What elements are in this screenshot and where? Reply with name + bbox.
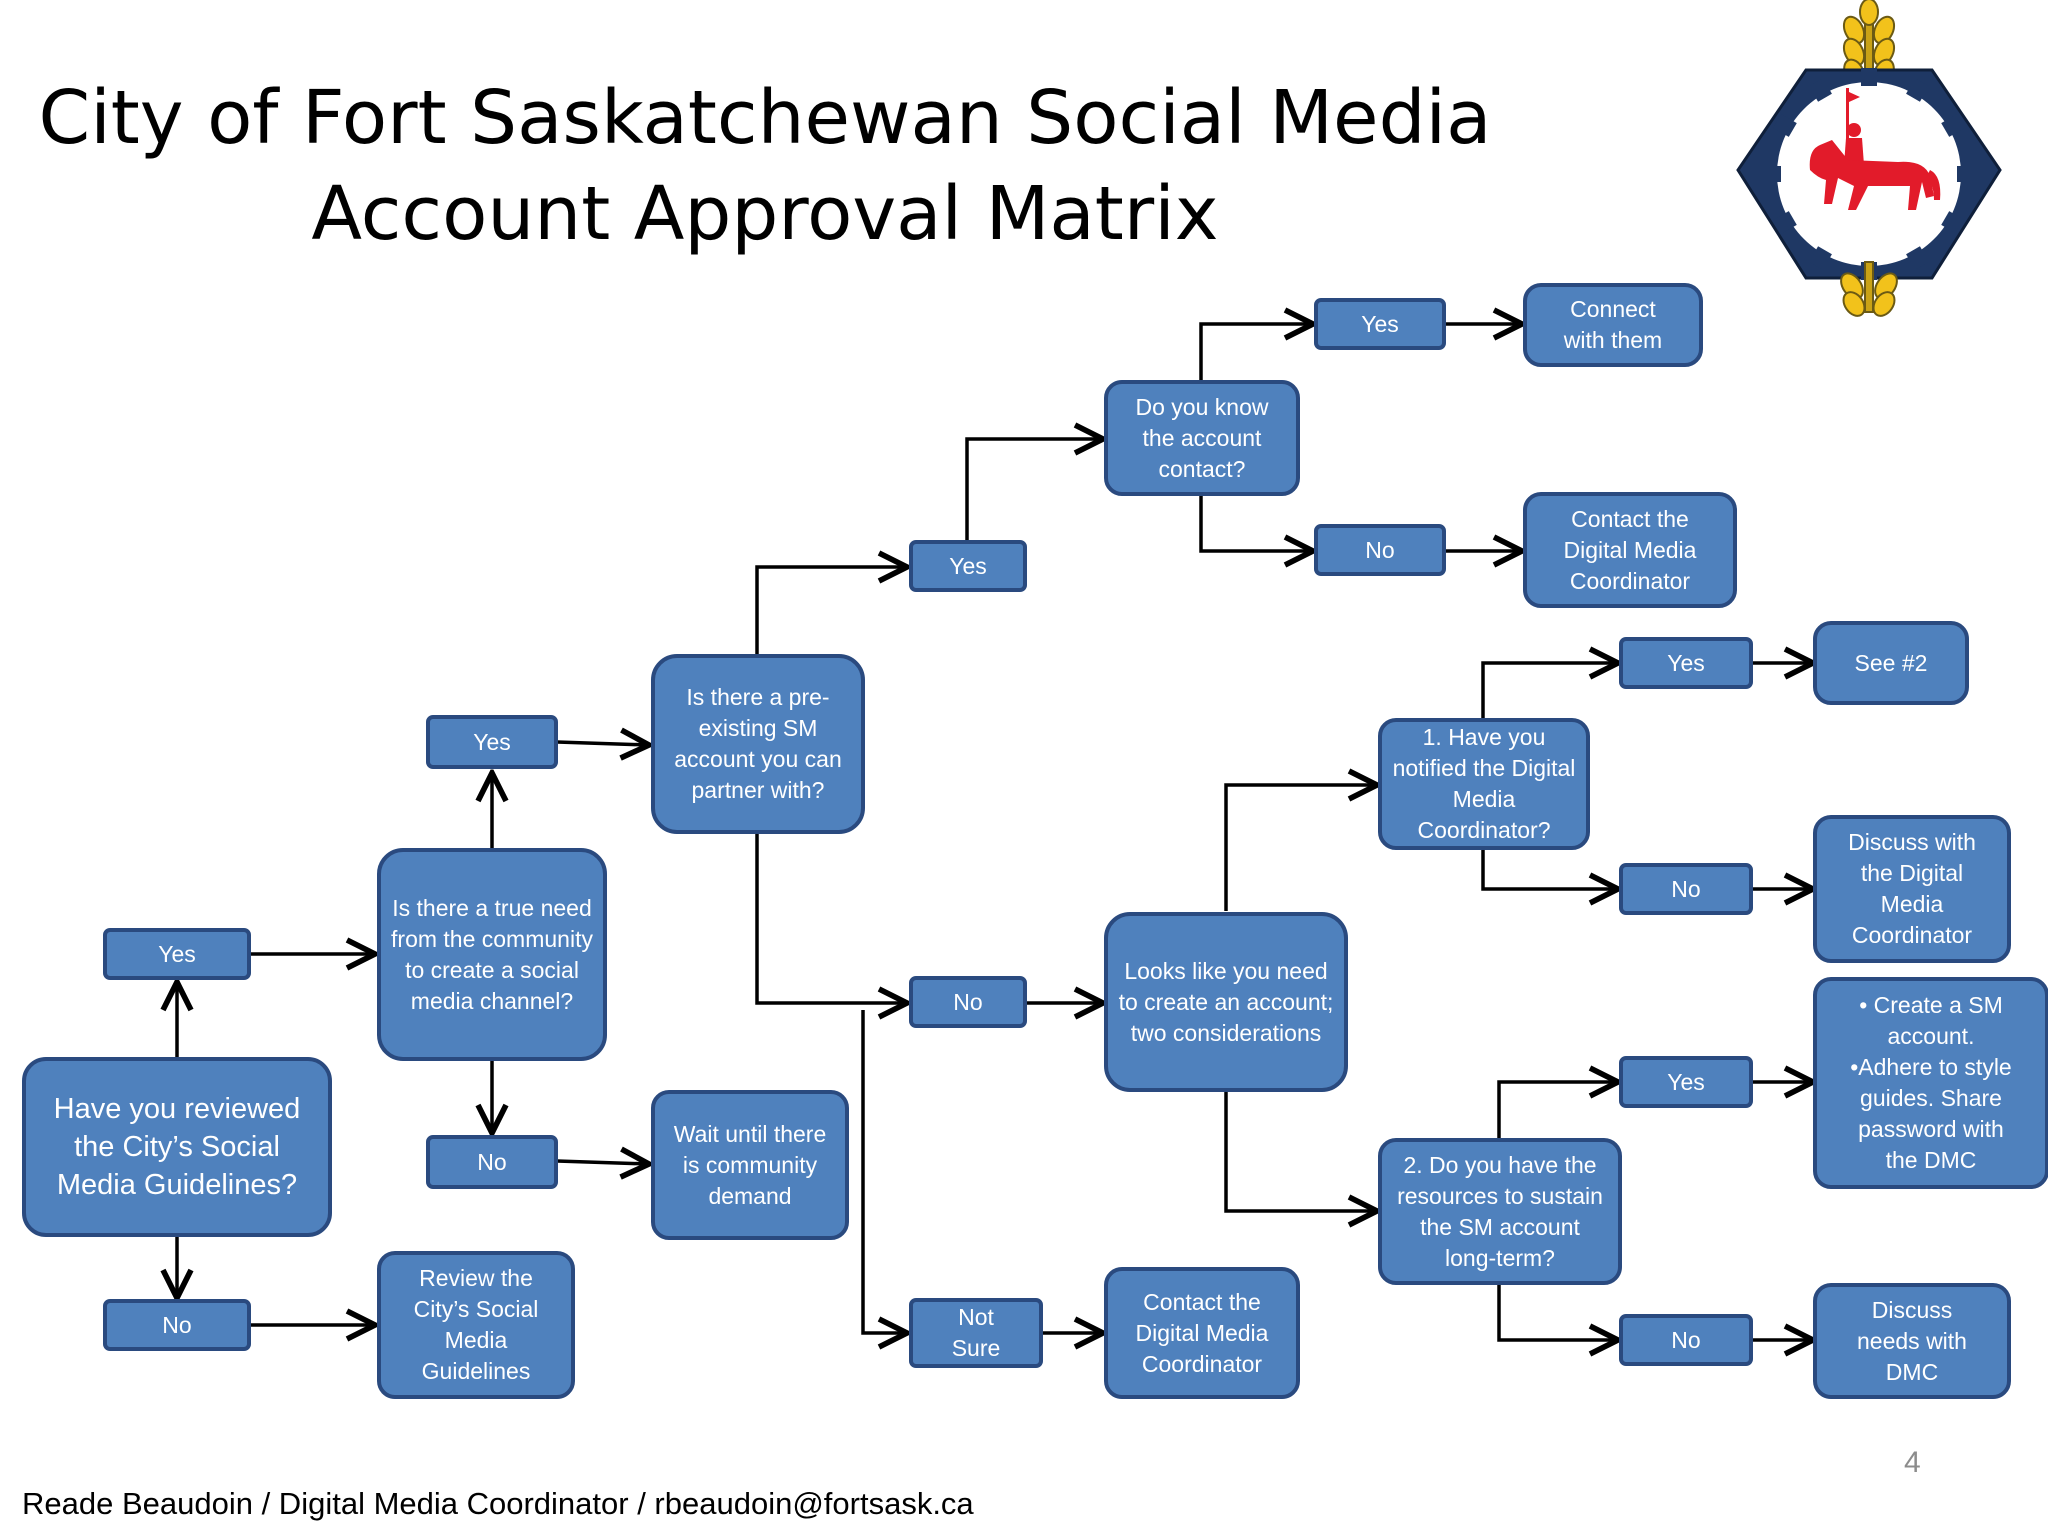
question-know-account-contact: Do you know the account contact?: [1104, 380, 1300, 496]
result-discuss-with-dmc: Discuss with the Digital Media Coordinat…: [1813, 815, 2011, 963]
arrow-q4-yes: [1199, 324, 1313, 380]
city-logo: [1736, 0, 2002, 317]
answer-yes-true-need: Yes: [426, 715, 558, 769]
answer-no-notified: No: [1619, 863, 1753, 915]
answer-yes-reviewed: Yes: [103, 928, 251, 980]
answer-no-reviewed: No: [103, 1299, 251, 1351]
title-line-2: Account Approval Matrix: [311, 171, 1219, 257]
result-discuss-needs-dmc: Discuss needs with DMC: [1813, 1283, 2011, 1399]
footer-credit: Reade Beaudoin / Digital Media Coordinat…: [22, 1486, 974, 1521]
result-see-2: See #2: [1813, 621, 1969, 705]
arrow-q4-no: [1199, 495, 1313, 551]
answer-yes-notified: Yes: [1619, 637, 1753, 689]
answer-no-resources: No: [1619, 1314, 1753, 1366]
arrow-q5-yes: [1481, 663, 1618, 718]
arrow-q3-no: [755, 833, 907, 1003]
arrow-q3-yes: [755, 567, 907, 654]
question-reviewed-guidelines: Have you reviewed the City’s Social Medi…: [22, 1057, 332, 1237]
answer-not-sure: Not Sure: [909, 1298, 1043, 1368]
result-review-guidelines: Review the City’s Social Media Guideline…: [377, 1251, 575, 1399]
answer-no-true-need: No: [426, 1135, 558, 1189]
arrow-q5-no: [1481, 850, 1618, 889]
question-resources-sustain: 2. Do you have the resources to sustain …: [1378, 1138, 1622, 1285]
arrow-q6-yes: [1497, 1082, 1618, 1138]
arrow-branch-notsure: [861, 1010, 907, 1333]
result-contact-dmc-not-sure: Contact the Digital Media Coordinator: [1104, 1267, 1300, 1399]
arrow-considerations-q5: [1224, 785, 1377, 911]
answer-no-know-contact: No: [1314, 524, 1446, 576]
answer-no-preexisting: No: [909, 976, 1027, 1028]
result-create-sm-account: • Create a SM account. •Adhere to style …: [1813, 977, 2048, 1189]
answer-yes-resources: Yes: [1619, 1056, 1753, 1108]
question-true-need: Is there a true need from the community …: [377, 848, 607, 1061]
mounted-rider-icon: [1809, 88, 1941, 210]
arrow-q6-no: [1497, 1285, 1618, 1340]
wheat-bottom-icon: [1840, 261, 1898, 317]
question-notified-dmc: 1. Have you notified the Digital Media C…: [1378, 718, 1590, 850]
title-line-1: City of Fort Saskatchewan Social Media: [38, 75, 1492, 161]
result-wait-for-demand: Wait until there is community demand: [651, 1090, 849, 1240]
result-contact-dmc: Contact the Digital Media Coordinator: [1523, 492, 1737, 608]
answer-yes-know-contact: Yes: [1314, 298, 1446, 350]
arrow-no2-wait: [556, 1161, 649, 1164]
result-create-account-considerations: Looks like you need to create an account…: [1104, 912, 1348, 1092]
answer-yes-preexisting: Yes: [909, 540, 1027, 592]
result-connect-with-them: Connect with them: [1523, 283, 1703, 367]
question-preexisting-account: Is there a pre-existing SM account you c…: [651, 654, 865, 834]
page-number: 4: [1904, 1446, 1921, 1479]
arrow-yes2-q3: [556, 742, 649, 745]
arrow-yes3-q4: [965, 439, 1103, 541]
arrow-considerations-q6: [1224, 1092, 1377, 1211]
